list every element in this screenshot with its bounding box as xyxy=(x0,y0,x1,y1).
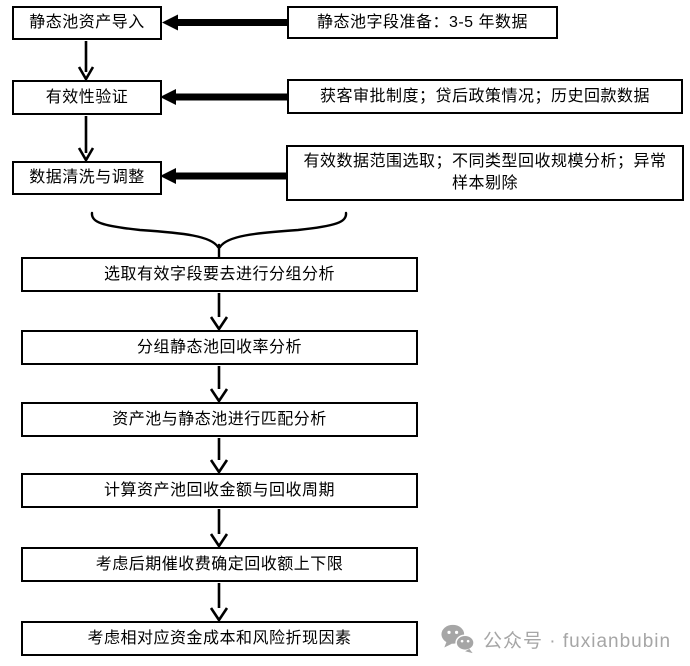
node-asset-pool-static-pool-matching: 资产池与静态池进行匹配分析 xyxy=(21,402,418,437)
arrow-main5-to-main6 xyxy=(209,583,229,623)
arrow-note2-to-step2 xyxy=(160,89,287,105)
wechat-icon xyxy=(441,624,475,654)
node-grouped-static-pool-recovery-analysis: 分组静态池回收率分析 xyxy=(21,330,418,365)
watermark: 公众号 · fuxianbubin xyxy=(441,624,671,654)
arrow-note1-to-step1 xyxy=(162,14,287,31)
merge-brace xyxy=(90,211,348,260)
note-valid-data-range-selection: 有效数据范围选取；不同类型回收规模分析；异常样本剔除 xyxy=(286,145,684,201)
arrow-note3-to-step3 xyxy=(160,168,286,184)
arrow-main4-to-main5 xyxy=(209,509,229,549)
arrow-main3-to-main4 xyxy=(209,438,229,475)
node-collection-fee-bounds: 考虑后期催收费确定回收额上下限 xyxy=(21,547,418,582)
note-policy-and-history-data: 获客审批制度；贷后政策情况；历史回款数据 xyxy=(287,79,683,114)
node-static-pool-asset-import: 静态池资产导入 xyxy=(12,6,162,40)
watermark-text: 公众号 · fuxianbubin xyxy=(483,630,672,652)
node-calc-recovery-amount-period: 计算资产池回收金额与回收周期 xyxy=(21,473,418,508)
node-select-valid-fields-grouping: 选取有效字段要去进行分组分析 xyxy=(21,257,418,292)
note-static-pool-field-preparation: 静态池字段准备：3-5 年数据 xyxy=(287,6,558,39)
node-funding-cost-risk-discount: 考虑相对应资金成本和风险折现因素 xyxy=(21,621,418,656)
arrow-main1-to-main2 xyxy=(209,293,229,332)
arrow-step2-to-step3 xyxy=(77,116,95,163)
arrow-main2-to-main3 xyxy=(209,366,229,404)
node-data-cleaning-adjustment: 数据清洗与调整 xyxy=(12,161,162,195)
arrow-step1-to-step2 xyxy=(77,41,95,82)
node-validity-check: 有效性验证 xyxy=(12,80,162,115)
